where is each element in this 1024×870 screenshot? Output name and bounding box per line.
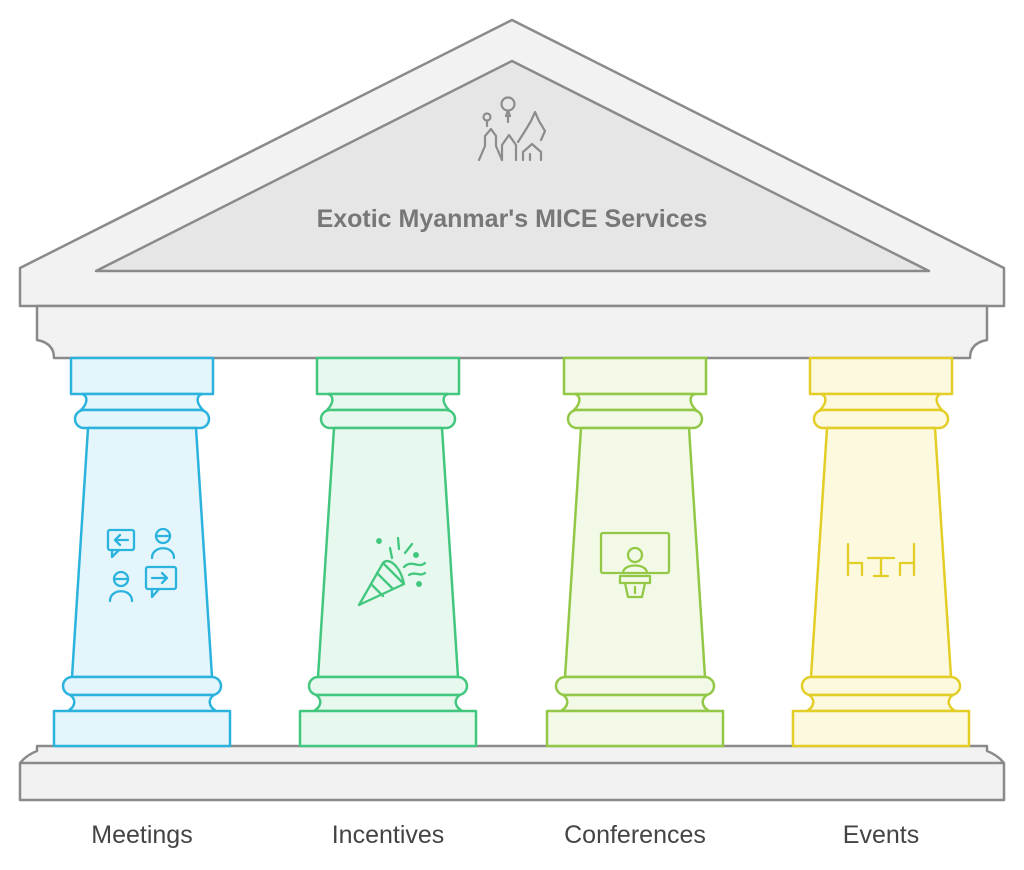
presenter-podium-icon <box>599 531 671 599</box>
pillar-capital <box>69 356 215 396</box>
roof <box>18 18 1006 308</box>
meeting-chat-icon <box>106 527 178 603</box>
pillar-neck <box>325 392 451 412</box>
temple-pagoda-icon <box>477 96 547 162</box>
pillar-shaft <box>809 426 953 679</box>
pillar-plinth <box>52 709 232 748</box>
diagram-title: Exotic Myanmar's MICE Services <box>317 205 708 233</box>
pillar-lower-ring <box>554 675 716 697</box>
pillar-lower-ring <box>800 675 962 697</box>
pillar-upper-ring <box>319 408 457 430</box>
pillar-base-neck <box>805 693 957 713</box>
pillar-shaft <box>316 426 460 679</box>
table-chairs-icon <box>846 542 916 578</box>
pillar-lower-ring <box>307 675 469 697</box>
pillar-meetings <box>52 356 232 748</box>
pillar-label-conferences: Conferences <box>564 821 706 849</box>
pillar-base-neck <box>66 693 218 713</box>
pillar-neck <box>79 392 205 412</box>
pillar-upper-ring <box>73 408 211 430</box>
pillar-label-meetings: Meetings <box>91 821 192 849</box>
pillar-conferences <box>545 356 725 748</box>
pillar-neck <box>572 392 698 412</box>
pillar-plinth <box>298 709 478 748</box>
entablature <box>35 304 989 360</box>
pillar-neck <box>818 392 944 412</box>
pillar-label-events: Events <box>843 821 919 849</box>
pillar-upper-ring <box>812 408 950 430</box>
pillar-shaft <box>70 426 214 679</box>
pillar-events <box>791 356 971 748</box>
pillar-plinth <box>545 709 725 748</box>
pillar-capital <box>808 356 954 396</box>
pillar-label-incentives: Incentives <box>332 821 445 849</box>
pillar-lower-ring <box>61 675 223 697</box>
pillars: Meetings Incentives Conferences Events <box>52 356 971 849</box>
pillar-capital <box>562 356 708 396</box>
pillar-incentives <box>298 356 478 748</box>
pillar-upper-ring <box>566 408 704 430</box>
pillar-shaft <box>563 426 707 679</box>
pillar-base-neck <box>312 693 464 713</box>
pillar-plinth <box>791 709 971 748</box>
pillar-capital <box>315 356 461 396</box>
base-platform <box>18 744 1006 802</box>
pillar-base-neck <box>559 693 711 713</box>
party-popper-icon <box>357 536 427 607</box>
